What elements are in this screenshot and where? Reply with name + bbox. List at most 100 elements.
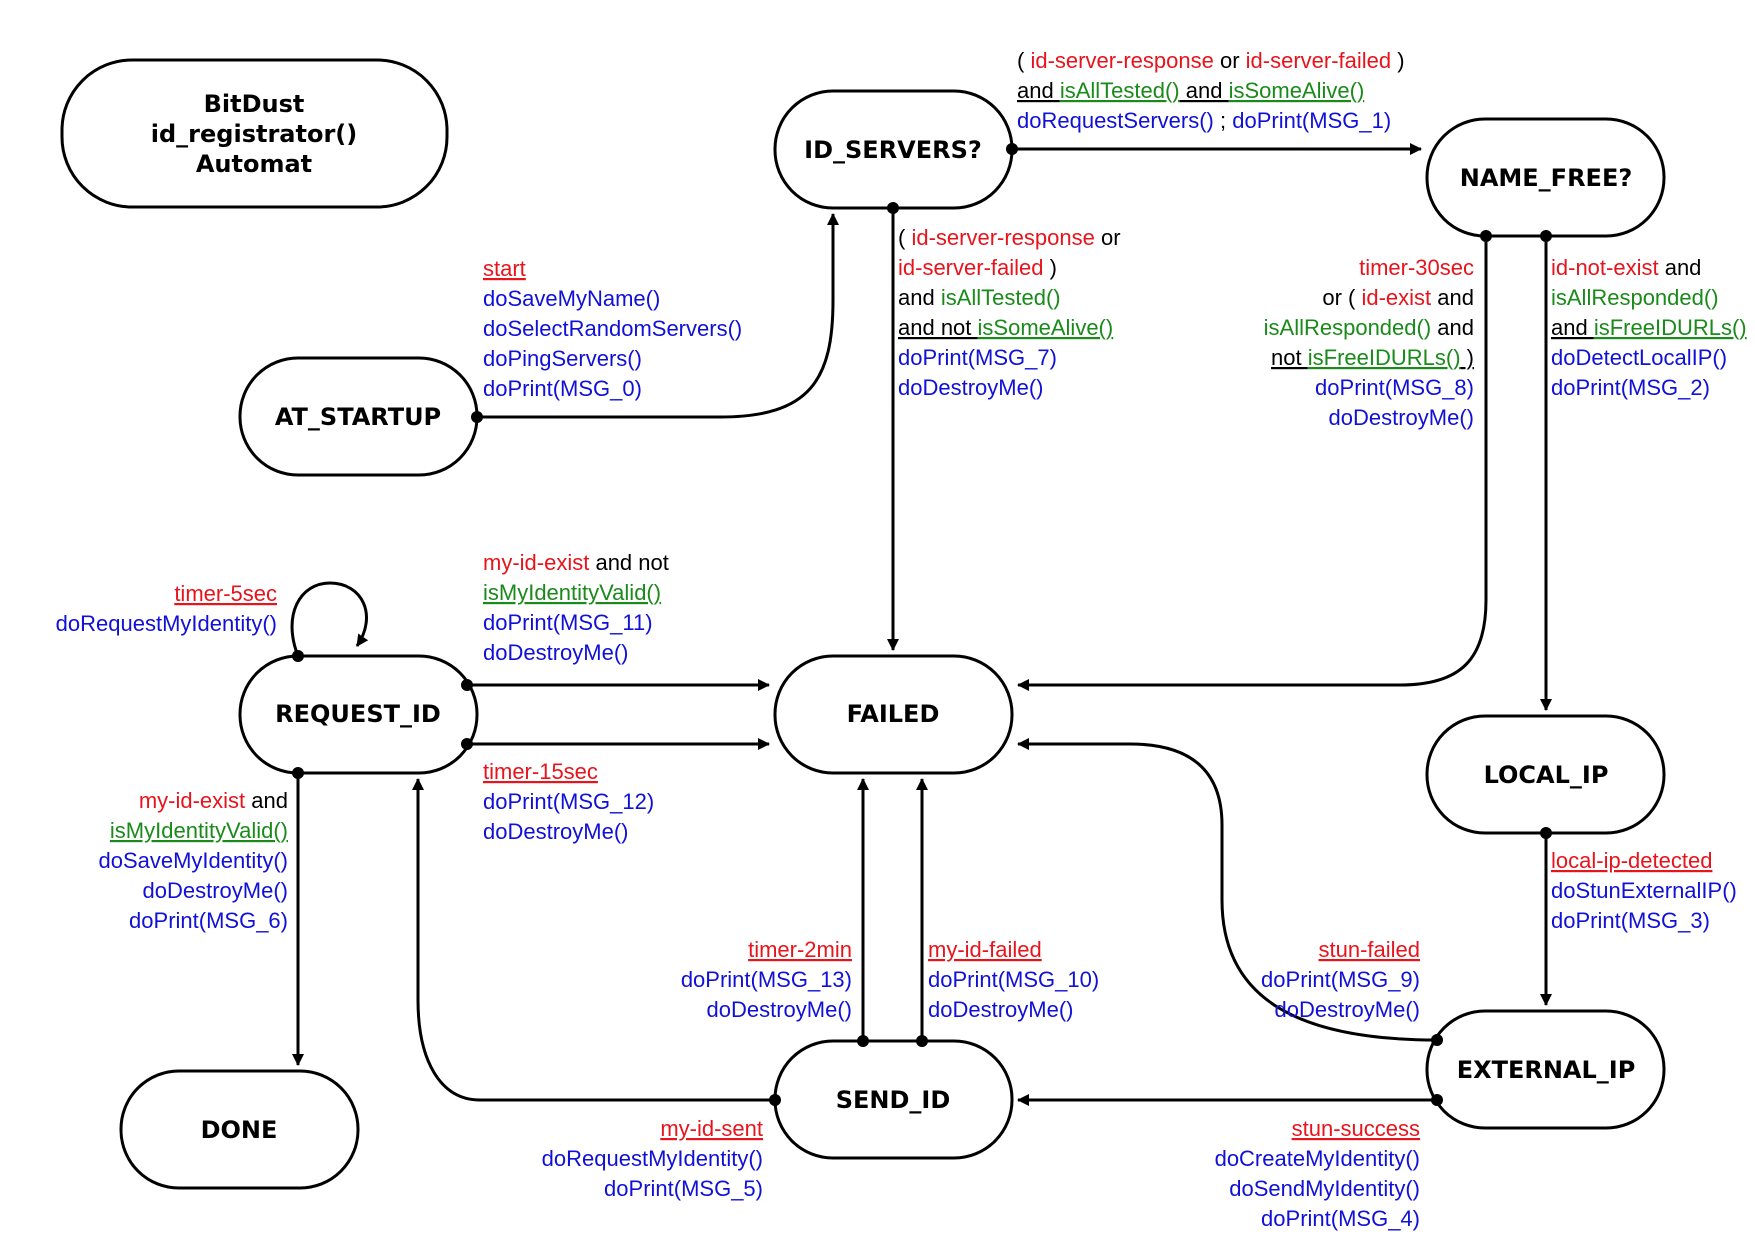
- state-external-ip: EXTERNAL_IP: [1425, 1009, 1666, 1130]
- label-line: doDestroyMe(): [1329, 405, 1474, 430]
- label-segment: doSaveMyName(): [483, 286, 660, 311]
- label-segment: id-server-failed: [1246, 48, 1392, 73]
- state-label-failed: FAILED: [847, 700, 940, 728]
- label-externalip-to-failed: stun-failed doPrint(MSG_9) doDestroyMe(): [1261, 937, 1420, 1022]
- state-label-send-id: SEND_ID: [836, 1086, 951, 1114]
- label-segment: doRequestMyIdentity(): [56, 611, 277, 636]
- label-segment: my-id-exist: [139, 788, 245, 813]
- label-segment: timer-15sec: [483, 759, 598, 784]
- label-line: doDestroyMe(): [483, 819, 628, 844]
- title-box: BitDust id_registrator() Automat: [60, 58, 449, 209]
- label-segment: doRequestServers(): [1017, 108, 1214, 133]
- label-segment: my-id-sent: [660, 1116, 763, 1141]
- label-line: isMyIdentityValid(): [110, 818, 288, 843]
- label-line: doCreateMyIdentity(): [1215, 1146, 1420, 1171]
- label-segment: isSomeAlive(): [1229, 78, 1365, 103]
- label-segment: doPrint(MSG_3): [1551, 908, 1710, 933]
- edge-namefree-to-localip: [1540, 230, 1552, 711]
- label-line: doPrint(MSG_2): [1551, 375, 1710, 400]
- label-segment: isAllResponded(): [1264, 315, 1432, 340]
- label-segment: and: [1431, 315, 1474, 340]
- label-segment: or: [1214, 48, 1246, 73]
- label-segment: my-id-failed: [928, 937, 1042, 962]
- edge-externalip-to-failed: [1017, 738, 1443, 1046]
- label-line: doPrint(MSG_10): [928, 967, 1099, 992]
- label-line: doRequestMyIdentity(): [56, 611, 277, 636]
- state-send-id: SEND_ID: [773, 1039, 1014, 1160]
- edge-sendid-to-failed-right: [916, 778, 928, 1047]
- state-label-external-ip: EXTERNAL_IP: [1457, 1056, 1636, 1084]
- label-line: timer-30sec: [1359, 255, 1474, 280]
- label-segment: doDestroyMe(): [483, 819, 628, 844]
- label-segment: local-ip-detected: [1551, 848, 1712, 873]
- label-line: not isFreeIDURLs() ): [1271, 345, 1474, 370]
- title-line-3: Automat: [196, 150, 312, 178]
- label-segment: isFreeIDURLs(): [1308, 345, 1461, 370]
- label-line: and isFreeIDURLs(): [1551, 315, 1747, 340]
- label-segment: isAllResponded(): [1551, 285, 1719, 310]
- label-line: ( id-server-response or: [898, 225, 1121, 250]
- edge-requestid-to-done: [292, 767, 304, 1066]
- label-line: doPrint(MSG_13): [681, 967, 852, 992]
- label-segment: doDestroyMe(): [1275, 997, 1420, 1022]
- label-line: doPrint(MSG_0): [483, 376, 642, 401]
- label-segment: doPrint(MSG_10): [928, 967, 1099, 992]
- label-segment: id-exist: [1361, 285, 1431, 310]
- label-line: isAllResponded() and: [1264, 315, 1474, 340]
- label-line: doDestroyMe(): [928, 997, 1073, 1022]
- label-line: doPrint(MSG_11): [483, 610, 653, 635]
- label-segment: doDestroyMe(): [898, 375, 1043, 400]
- label-segment: doPrint(MSG_6): [129, 908, 288, 933]
- label-line: doSelectRandomServers(): [483, 316, 742, 341]
- label-segment: timer-5sec: [174, 581, 277, 606]
- label-line: doDestroyMe(): [143, 878, 288, 903]
- label-segment: doPrint(MSG_0): [483, 376, 642, 401]
- label-segment: isAllTested(): [1060, 78, 1180, 103]
- label-line: doSaveMyName(): [483, 286, 660, 311]
- label-line: my-id-exist and: [139, 788, 288, 813]
- state-id-servers: ID_SERVERS?: [773, 89, 1014, 210]
- label-segment: id-server-response: [1030, 48, 1213, 73]
- label-segment: isFreeIDURLs(): [1594, 315, 1747, 340]
- label-segment: isSomeAlive(): [978, 315, 1114, 340]
- label-segment: doPrint(MSG_9): [1261, 967, 1420, 992]
- label-segment: stun-success: [1292, 1116, 1420, 1141]
- edge-idservers-to-failed: [887, 202, 899, 651]
- label-line: my-id-sent: [660, 1116, 763, 1141]
- label-segment: doDestroyMe(): [928, 997, 1073, 1022]
- state-done: DONE: [119, 1069, 360, 1190]
- label-line: isMyIdentityValid(): [483, 580, 661, 605]
- label-line: stun-failed: [1318, 937, 1420, 962]
- label-segment: doDestroyMe(): [143, 878, 288, 903]
- label-segment: and: [1180, 78, 1229, 103]
- edge-requestid-to-failed-bottom: [461, 738, 770, 750]
- label-segment: doDetectLocalIP(): [1551, 345, 1727, 370]
- label-segment: id-not-exist: [1551, 255, 1659, 280]
- label-segment: or: [1095, 225, 1121, 250]
- label-line: doRequestMyIdentity(): [542, 1146, 763, 1171]
- state-label-done: DONE: [201, 1116, 278, 1144]
- label-line: local-ip-detected: [1551, 848, 1712, 873]
- label-segment: timer-30sec: [1359, 255, 1474, 280]
- label-segment: and: [1431, 285, 1474, 310]
- label-line: and isAllTested(): [898, 285, 1061, 310]
- label-segment: start: [483, 256, 526, 281]
- title-line-1: BitDust: [204, 90, 305, 118]
- label-segment: (: [1017, 48, 1030, 73]
- label-sendid-to-failed-right: my-id-failed doPrint(MSG_10) doDestroyMe(): [928, 937, 1099, 1022]
- label-segment: doStunExternalIP(): [1551, 878, 1737, 903]
- label-localip-to-externalip: local-ip-detected doStunExternalIP() doPri…: [1551, 848, 1737, 933]
- label-segment: ;: [1214, 108, 1232, 133]
- label-segment: doRequestMyIdentity(): [542, 1146, 763, 1171]
- edge-localip-to-externalip: [1540, 827, 1552, 1006]
- label-line: doStunExternalIP(): [1551, 878, 1737, 903]
- label-line: doPrint(MSG_4): [1261, 1206, 1420, 1231]
- label-line: doDestroyMe(): [1275, 997, 1420, 1022]
- label-segment: isMyIdentityValid(): [483, 580, 661, 605]
- label-segment: doPrint(MSG_5): [604, 1176, 763, 1201]
